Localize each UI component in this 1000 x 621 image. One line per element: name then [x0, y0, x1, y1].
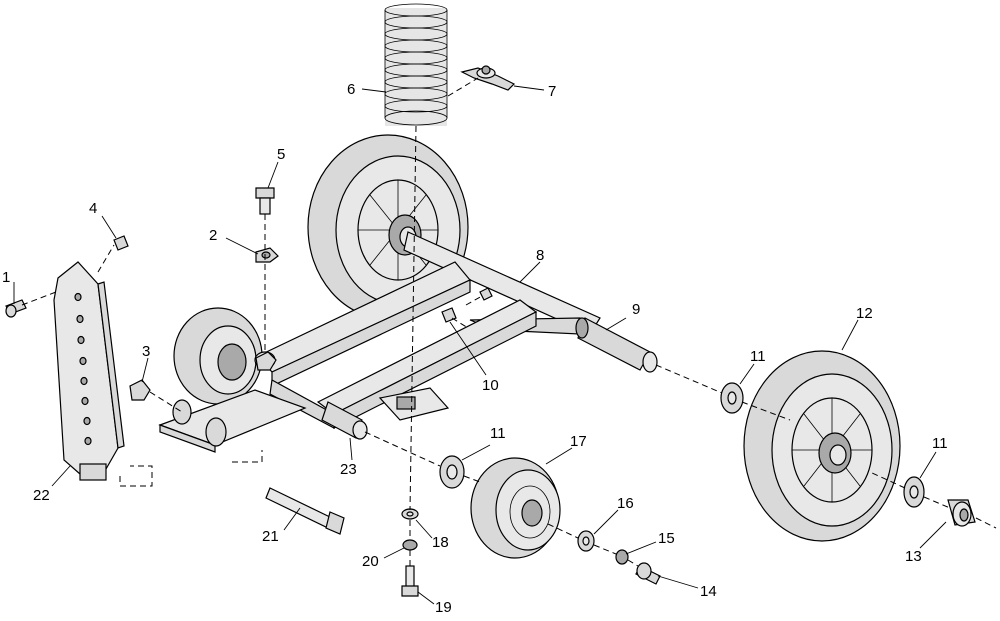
coil-spring — [384, 3, 448, 126]
nut-3 — [129, 379, 151, 401]
cap-nut — [947, 499, 976, 527]
callout-22: 22 — [33, 487, 50, 504]
callout-1: 1 — [2, 269, 10, 286]
callout-13: 13 — [905, 548, 922, 565]
bolt-14 — [635, 562, 661, 585]
callout-14: 14 — [700, 583, 717, 600]
callout-2: 2 — [209, 227, 217, 244]
front-left-roller — [173, 307, 276, 405]
large-wheel — [743, 350, 901, 542]
callout-8: 8 — [536, 247, 544, 264]
callout-3: 3 — [142, 343, 150, 360]
callout-12: 12 — [856, 305, 873, 322]
main-frame — [257, 261, 538, 429]
callout-16: 16 — [617, 495, 634, 512]
callout-15: 15 — [658, 530, 675, 547]
spacer-tube — [321, 401, 368, 440]
callout-6: 6 — [347, 81, 355, 98]
callout-20: 20 — [362, 553, 379, 570]
long-bolt-21 — [265, 487, 345, 535]
callout-4: 4 — [89, 200, 97, 217]
lock-washer-15 — [615, 549, 629, 565]
spring-clip — [460, 65, 516, 91]
axle-shaft — [575, 317, 658, 373]
callout-21: 21 — [262, 528, 279, 545]
nut-4 — [113, 235, 129, 251]
callout-labels: 1 2 3 4 5 6 7 8 9 10 11 11 11 12 13 14 1… — [2, 81, 948, 616]
leader-lines — [13, 85, 947, 605]
frame-nut — [255, 351, 277, 371]
small-roller — [470, 457, 561, 559]
callout-7: 7 — [548, 83, 556, 100]
callout-11-c: 11 — [932, 435, 948, 452]
side-plate — [53, 261, 125, 481]
callout-11-b: 11 — [490, 425, 506, 442]
callout-9: 9 — [632, 301, 640, 318]
bolt-5 — [255, 187, 275, 215]
callout-11-a: 11 — [750, 348, 766, 365]
base-plate — [158, 389, 307, 453]
assembly-lines — [21, 77, 997, 567]
callout-18: 18 — [432, 534, 449, 551]
callout-5: 5 — [277, 146, 285, 163]
callout-23: 23 — [340, 461, 357, 478]
callout-17: 17 — [570, 433, 587, 450]
washer-20 — [402, 539, 418, 551]
callout-19: 19 — [435, 599, 452, 616]
nut-2 — [255, 247, 279, 263]
upper-wheel — [307, 134, 469, 320]
bolt-19 — [401, 565, 419, 597]
center-bracket — [378, 387, 450, 421]
callout-10: 10 — [482, 377, 499, 394]
screw-1 — [5, 299, 27, 318]
